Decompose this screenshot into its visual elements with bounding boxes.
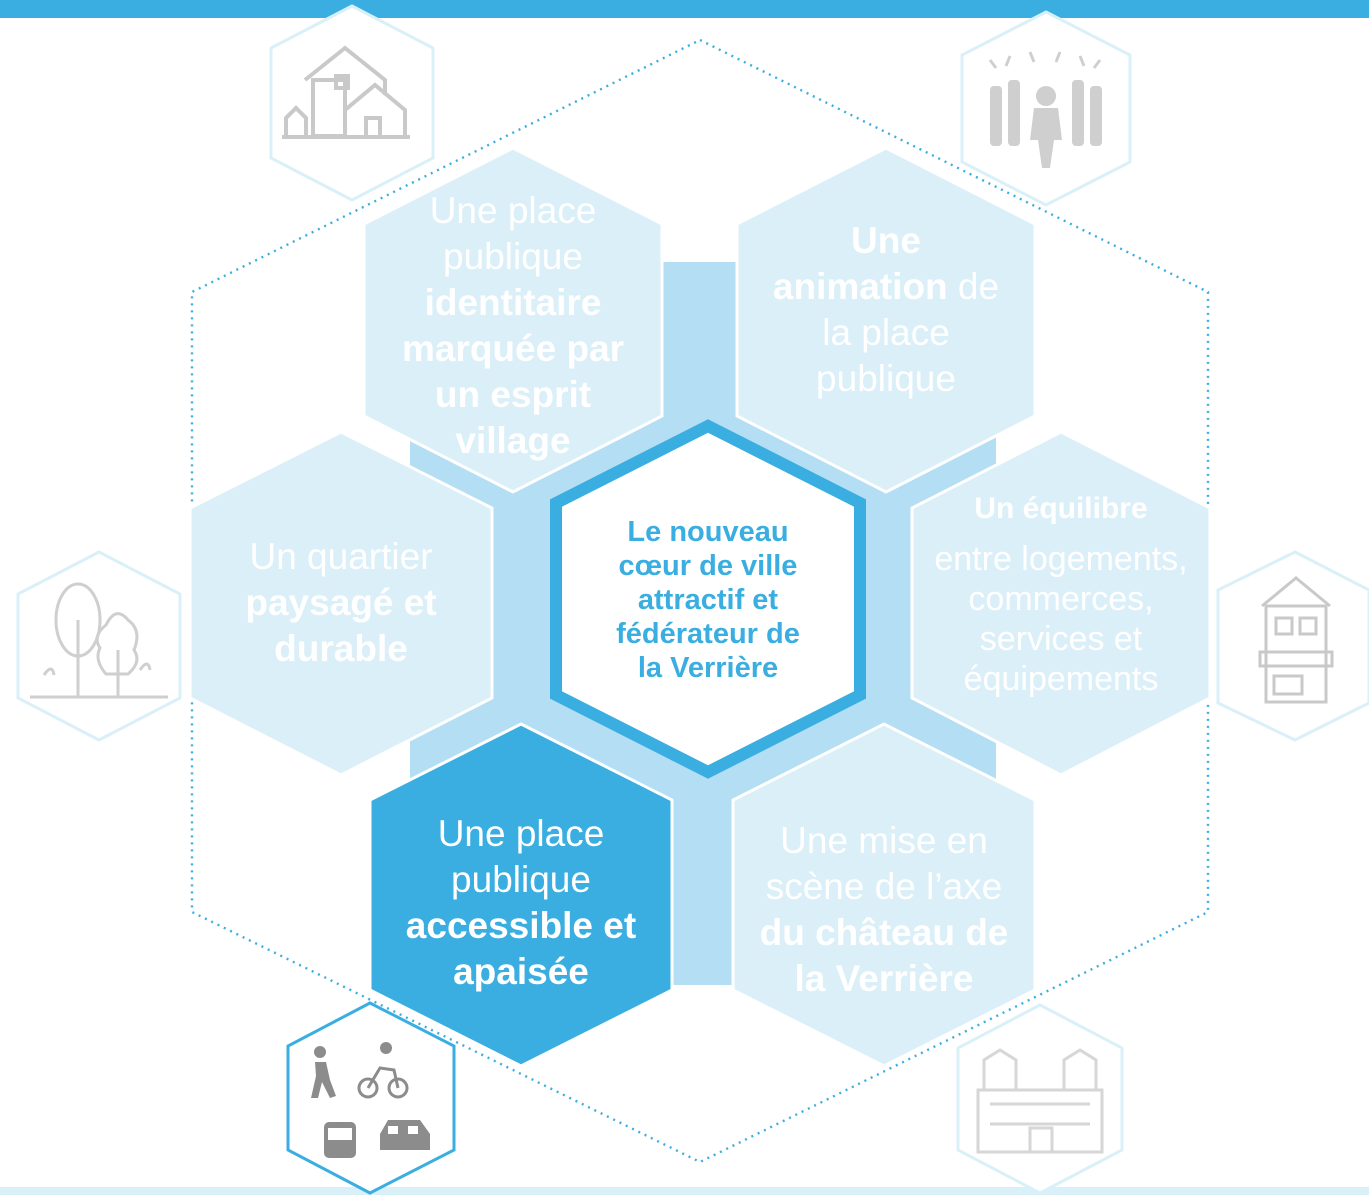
top-right-line-3: la place bbox=[822, 312, 950, 353]
outer-dotted-hexagon bbox=[190, 38, 1210, 1164]
shop-building-icon bbox=[1216, 550, 1369, 742]
left-bold-1: paysagé et bbox=[245, 581, 437, 623]
bottom-left-line-1: Une place bbox=[437, 813, 605, 854]
center-line-1: Le nouveau bbox=[627, 516, 789, 548]
top-left-bold-4: village bbox=[455, 420, 571, 461]
center-line-2: cœur de ville bbox=[618, 550, 798, 582]
bottom-right-line-2: scène de l’axe bbox=[765, 866, 1003, 907]
top-right-bold-1: Une bbox=[851, 220, 921, 261]
hex-bottom-right-text: Une mise en scène de l’axe du château de… bbox=[733, 815, 1035, 1005]
hex-center bbox=[550, 419, 866, 779]
left-bold-2: durable bbox=[274, 627, 408, 669]
right-bold-1: Un équilibre bbox=[974, 492, 1148, 525]
bottom-left-bold-2: apaisée bbox=[453, 951, 589, 992]
hex-bottom-left-text: Une place publique accessible et apaisée bbox=[370, 808, 672, 998]
left-line-1: Un quartier bbox=[249, 535, 433, 577]
center-title: Le nouveau cœur de ville attractif et fé… bbox=[562, 500, 854, 700]
trees-icon bbox=[16, 550, 182, 742]
right-line-4: équipements bbox=[963, 660, 1159, 698]
bottom-right-bold-2: la Verrière bbox=[794, 958, 974, 999]
top-left-bold-1: identitaire bbox=[424, 282, 602, 323]
bottom-left-bold-1: accessible et bbox=[405, 905, 637, 946]
hex-left-text: Un quartier paysagé et durable bbox=[190, 530, 492, 675]
top-left-line-2: publique bbox=[443, 236, 583, 277]
right-line-1: entre logements, bbox=[934, 540, 1188, 578]
top-right-line-2: animation de bbox=[773, 264, 999, 310]
center-line-3: attractif et bbox=[637, 584, 779, 616]
top-right-bold-2: animation bbox=[772, 266, 948, 307]
celebrating-crowd-icon bbox=[960, 10, 1132, 207]
right-line-2: commerces, bbox=[968, 580, 1154, 618]
top-left-bold-2: marquée par bbox=[401, 328, 625, 369]
bottom-right-bold-1: du château de bbox=[759, 912, 1009, 953]
bottom-accent-bar bbox=[0, 1187, 1369, 1195]
hex-top-left bbox=[362, 146, 664, 494]
top-right-line-4: publique bbox=[816, 358, 956, 399]
hex-left bbox=[188, 430, 494, 777]
hex-top-right-text: Une animation de la place publique bbox=[737, 215, 1035, 405]
center-line-4: fédérateur de bbox=[616, 618, 800, 650]
village-houses-icon bbox=[269, 4, 435, 202]
hex-top-right bbox=[735, 146, 1037, 494]
center-line-5: la Verrière bbox=[637, 652, 779, 684]
top-right-inline: de bbox=[947, 266, 1000, 307]
hex-right bbox=[910, 430, 1212, 777]
hex-bottom-left bbox=[368, 722, 674, 1068]
top-left-bold-3: un esprit bbox=[434, 374, 592, 415]
right-line-3: services et bbox=[979, 620, 1143, 658]
bottom-left-line-2: publique bbox=[451, 859, 591, 900]
top-left-line-1: Une place bbox=[429, 190, 597, 231]
chateau-icon bbox=[956, 1003, 1124, 1195]
bottom-right-line-1: Une mise en bbox=[780, 820, 988, 861]
hex-bottom-right bbox=[731, 722, 1037, 1068]
mobility-icon bbox=[286, 1001, 456, 1195]
hex-top-left-text: Une place publique identitaire marquée p… bbox=[364, 186, 662, 466]
hex-right-text: Un équilibre entre logements, commerces,… bbox=[912, 484, 1210, 704]
